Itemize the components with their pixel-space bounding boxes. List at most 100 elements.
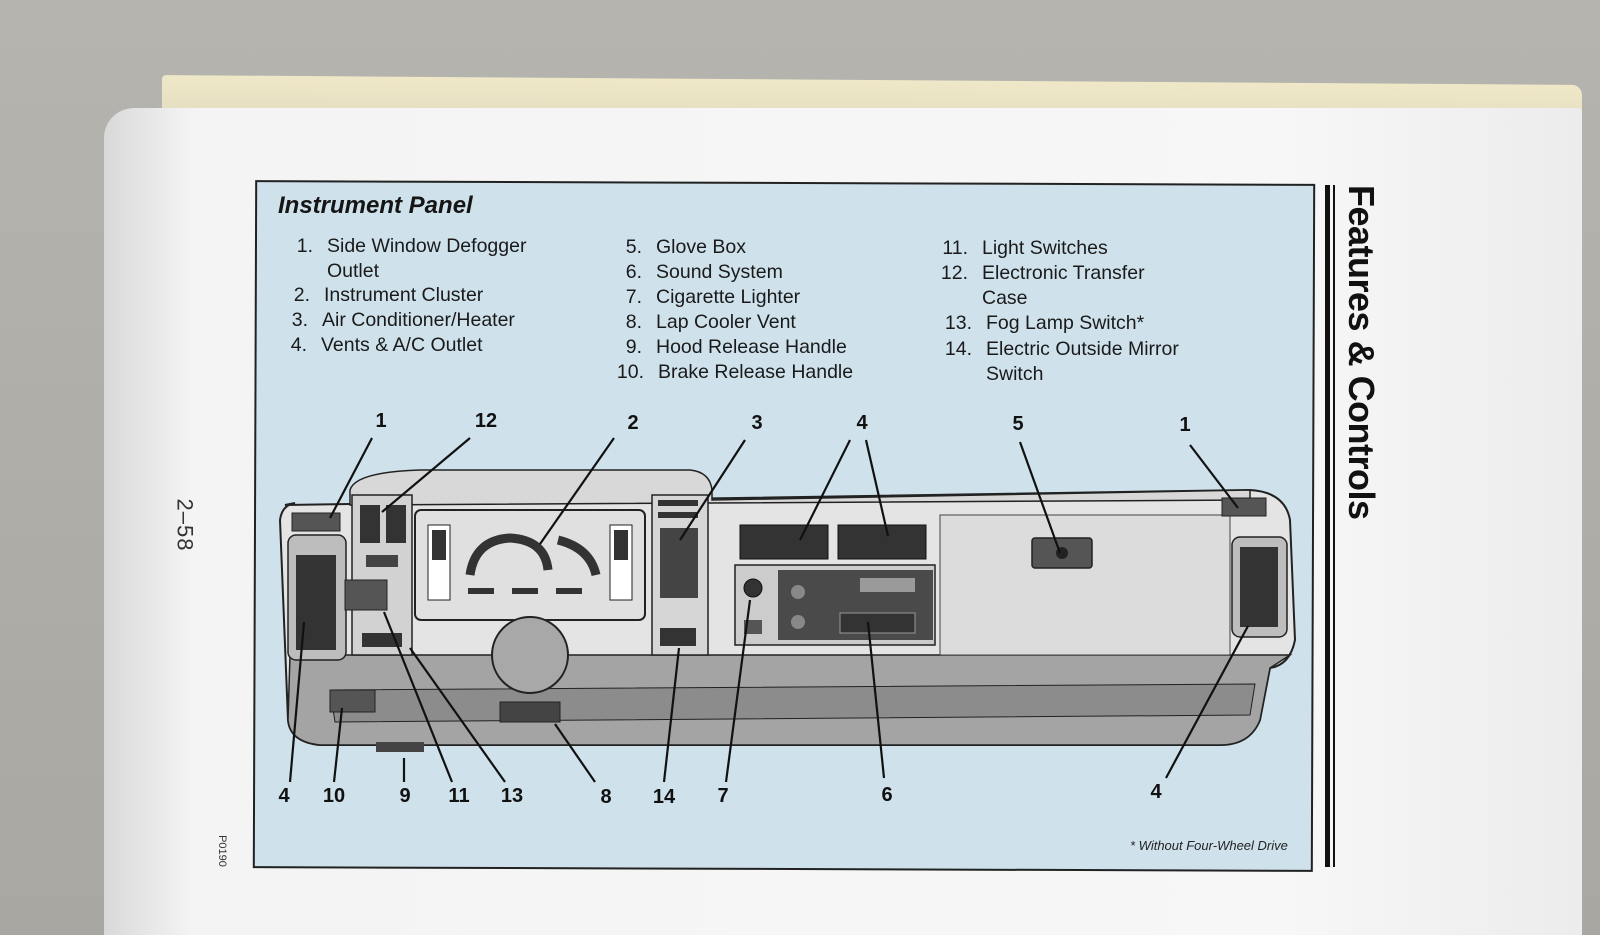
section-rule-thin [1333, 185, 1335, 867]
fog-lamp-switch [362, 633, 402, 647]
leader-4-center-a [799, 439, 851, 541]
legend-item: 13. Fog Lamp Switch* [944, 311, 1144, 336]
legend-number: 1. [296, 235, 313, 257]
brake-release-handle [329, 689, 376, 713]
legend-number: 4. [290, 334, 307, 356]
leader-4-right [1165, 625, 1249, 779]
legend-item: 4. Vents & A/C Outlet [289, 333, 483, 358]
legend-text: Hood Release Handle [656, 336, 847, 358]
leader-14 [662, 647, 681, 783]
legend-item: 11. Light Switches [940, 236, 1108, 261]
legend-item: 10. Brake Release Handle [614, 360, 853, 385]
radio-knob-left-2 [791, 615, 805, 629]
lap-cooler-vent [499, 701, 561, 723]
callout-number: 2 [627, 412, 639, 434]
callout-number: 7 [717, 785, 729, 807]
center-vent-left [739, 524, 829, 560]
mirror-switch [660, 628, 696, 646]
legend-text: Air Conditioner/Heater [322, 309, 515, 331]
transfer-case-switch [360, 505, 380, 543]
legend-text: Brake Release Handle [658, 361, 854, 383]
leader-2 [539, 437, 615, 545]
legend-text: Outlet [327, 259, 380, 282]
glove-box-panel [939, 514, 1231, 656]
cluster-bar-2 [512, 588, 538, 594]
leader-10 [332, 707, 344, 783]
legend-item: 5. Glove Box [612, 235, 746, 260]
cluster-bar-3 [556, 588, 582, 594]
panel-title: Instrument Panel [278, 192, 473, 219]
tach-arc [556, 535, 601, 577]
ashtray [744, 620, 762, 634]
legend-item: 8. Lap Cooler Vent [612, 310, 796, 335]
legend-text: Cigarette Lighter [656, 286, 801, 308]
callout-number: 6 [881, 784, 893, 806]
leader-lines [288, 437, 1249, 783]
legend-number: 11. [942, 237, 968, 259]
legend-item: 3. Air Conditioner/Heater [290, 308, 515, 333]
legend-number: 6. [625, 261, 642, 283]
callout-number: 3 [751, 412, 763, 434]
legend-item: 2.Instrument Cluster [292, 283, 484, 308]
callout-number: 5 [1012, 413, 1024, 435]
right-vent-grille [1240, 547, 1278, 627]
legend-number: 13. [944, 312, 972, 334]
legend-number: 10. [616, 361, 644, 383]
leader-1-right [1189, 444, 1239, 509]
legend-number: 7. [625, 286, 642, 308]
transfer-case-switch-2 [386, 505, 406, 543]
cluster-gauge-right-inner [614, 530, 628, 560]
legend-item: 9.Hood Release Handle [612, 335, 847, 360]
callout-number: 10 [322, 785, 346, 807]
legend-text: Fog Lamp Switch* [986, 312, 1145, 334]
legend-number: 8. [625, 311, 642, 333]
callout-number: 11 [448, 785, 470, 807]
light-switch-strip [366, 555, 398, 567]
legend-text: Light Switches [982, 237, 1108, 259]
dash-lower-lip [329, 683, 1256, 723]
callout-number: 1 [1179, 414, 1191, 436]
section-title: Features & Controls [1341, 185, 1382, 520]
callout-number: 9 [399, 785, 411, 807]
steering-hub [491, 616, 569, 694]
radio-cassette [839, 612, 916, 634]
legend-number: 5. [625, 236, 642, 258]
leader-4-center-b [864, 439, 890, 537]
legend-text: Electronic Transfer [982, 262, 1145, 284]
callout-number: 4 [1150, 781, 1162, 803]
light-switch-knob [344, 579, 388, 611]
section-rule-thick [1325, 185, 1330, 867]
callout-number: 12 [474, 410, 498, 432]
right-defog-outlet [1221, 497, 1267, 517]
leader-8 [554, 723, 596, 783]
legend-text: Side Window Defogger [327, 235, 527, 257]
center-vent-right [837, 524, 927, 560]
callout-number: 14 [652, 786, 676, 808]
leader-5 [1018, 441, 1062, 554]
radio-display [860, 578, 915, 592]
legend-number: 14. [944, 338, 972, 360]
callout-number: 4 [278, 785, 290, 807]
legend-text: Glove Box [656, 236, 746, 258]
legend-item: 6.Sound System [612, 260, 783, 285]
legend-number: 12. [940, 262, 968, 284]
cluster-gauge-left-inner [432, 530, 446, 560]
leader-4-left [288, 621, 306, 783]
hood-release-handle [376, 742, 424, 752]
speedometer-arc [465, 533, 553, 576]
leader-11 [382, 611, 454, 783]
legend-number: 3. [291, 309, 308, 331]
leader-13 [409, 647, 506, 783]
callout-number: 8 [600, 786, 612, 808]
callout-number: 1 [375, 410, 387, 432]
legend-item: 7. Cigarette Lighter [612, 285, 800, 310]
legend-text: Lap Cooler Vent [656, 311, 796, 333]
callout-number: 4 [856, 412, 868, 434]
cigarette-lighter [743, 578, 763, 598]
radio-knob-left [791, 585, 805, 599]
legend-text: Vents & A/C Outlet [321, 334, 483, 356]
cluster-bar-1 [468, 588, 494, 594]
